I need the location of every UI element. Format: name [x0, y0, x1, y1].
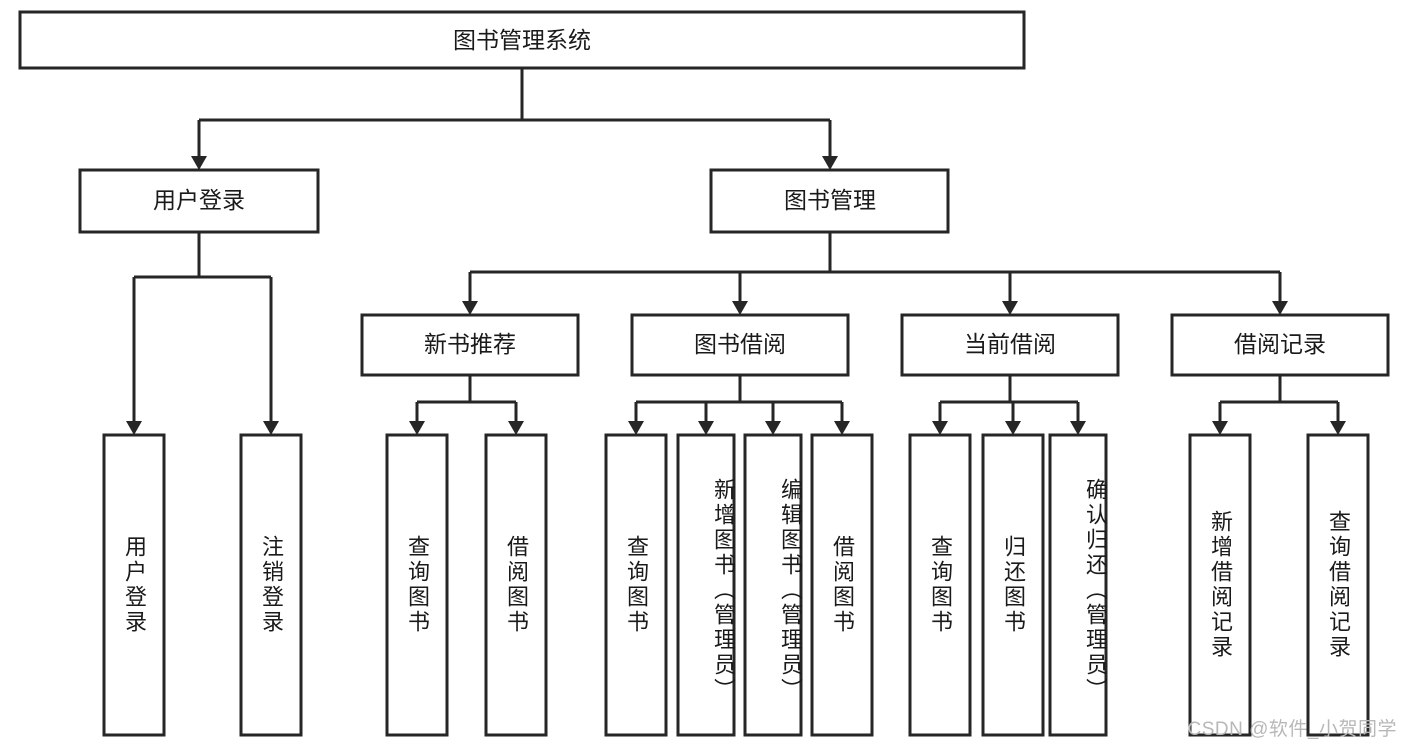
- node-leaf-confirm-return-admin-rect[interactable]: [1048, 433, 1108, 737]
- node-leaf-logout-rect[interactable]: [239, 433, 303, 737]
- arrowhead-leaf-add-borrow-record: [1212, 421, 1228, 435]
- arrowhead-leaf-return-book: [1005, 421, 1021, 435]
- arrowhead-leaf-query-borrow-record: [1330, 421, 1346, 435]
- connector-current-borrow-bus: [938, 375, 1080, 421]
- node-book-borrow-label: 图书借阅: [694, 331, 786, 357]
- node-leaf-add-borrow-record-rect[interactable]: [1188, 433, 1252, 737]
- node-leaf-query-book-1-rect[interactable]: [385, 433, 449, 737]
- node-borrow-record-label: 借阅记录: [1234, 331, 1326, 357]
- node-root-label: 图书管理系统: [453, 27, 591, 53]
- node-leaf-borrow-book-2-rect[interactable]: [810, 433, 874, 737]
- csdn-watermark: CSDN @软件_小贺同学: [1187, 719, 1397, 740]
- connector-root-bus: [197, 68, 832, 156]
- node-book-borrow[interactable]: 图书借阅: [630, 313, 850, 377]
- node-borrow-record[interactable]: 借阅记录: [1170, 313, 1390, 377]
- node-leaf-query-book-3-rect[interactable]: [908, 433, 972, 737]
- node-new-book-recommend-rect[interactable]: [360, 313, 580, 377]
- arrowhead-leaf-add-book-admin: [698, 421, 714, 435]
- arrowhead-borrow-record: [1272, 301, 1288, 315]
- arrowhead-current-borrow: [1002, 301, 1018, 315]
- connector-book-borrow-bus: [634, 375, 844, 421]
- arrowhead-user-login: [191, 156, 207, 170]
- node-book-manage-label: 图书管理: [784, 187, 876, 213]
- node-book-manage[interactable]: 图书管理: [709, 168, 950, 234]
- connector-new-book-recommend-bus: [415, 375, 518, 421]
- node-leaf-query-borrow-record-rect[interactable]: [1306, 433, 1370, 737]
- node-leaf-add-book-admin-rect[interactable]: [676, 433, 736, 737]
- node-borrow-record-rect[interactable]: [1170, 313, 1390, 377]
- node-leaf-return-book-rect[interactable]: [981, 433, 1045, 737]
- arrowhead-book-manage: [822, 156, 838, 170]
- node-root-rect[interactable]: [18, 10, 1026, 70]
- arrowhead-book-borrow: [732, 301, 748, 315]
- connector-user-login-bus: [132, 232, 273, 421]
- arrowhead-leaf-confirm-return-admin: [1070, 421, 1086, 435]
- node-current-borrow-label: 当前借阅: [964, 331, 1056, 357]
- arrowhead-leaf-edit-book-admin: [765, 421, 781, 435]
- arrowhead-leaf-query-book-2: [628, 421, 644, 435]
- arrowhead-leaf-query-book-1: [409, 421, 425, 435]
- node-new-book-recommend[interactable]: 新书推荐: [360, 313, 580, 377]
- node-current-borrow[interactable]: 当前借阅: [900, 313, 1120, 377]
- node-leaf-query-book-2-rect[interactable]: [604, 433, 668, 737]
- node-leaf-user-login-rect[interactable]: [102, 433, 166, 737]
- arrowhead-leaf-user-login: [126, 421, 142, 435]
- arrowhead-leaf-logout: [263, 421, 279, 435]
- node-book-borrow-rect[interactable]: [630, 313, 850, 377]
- leaf-rect-group: [102, 433, 1370, 737]
- node-book-manage-rect[interactable]: [709, 168, 950, 234]
- node-current-borrow-rect[interactable]: [900, 313, 1120, 377]
- arrowhead-leaf-borrow-book-2: [834, 421, 850, 435]
- connector-book-manage-bus: [468, 232, 1282, 301]
- connector-borrow-record-bus: [1218, 375, 1340, 421]
- node-user-login[interactable]: 用户登录: [78, 168, 320, 234]
- node-leaf-edit-book-admin-rect[interactable]: [743, 433, 803, 737]
- arrowhead-leaf-borrow-book-1: [508, 421, 524, 435]
- node-new-book-recommend-label: 新书推荐: [424, 331, 516, 357]
- arrowhead-leaf-query-book-3: [932, 421, 948, 435]
- node-root[interactable]: 图书管理系统: [18, 10, 1026, 70]
- node-user-login-label: 用户登录: [153, 187, 245, 213]
- node-user-login-rect[interactable]: [78, 168, 320, 234]
- arrowhead-new-book-recommend: [462, 301, 478, 315]
- connector-group: [126, 68, 1346, 435]
- node-leaf-borrow-book-1-rect[interactable]: [484, 433, 548, 737]
